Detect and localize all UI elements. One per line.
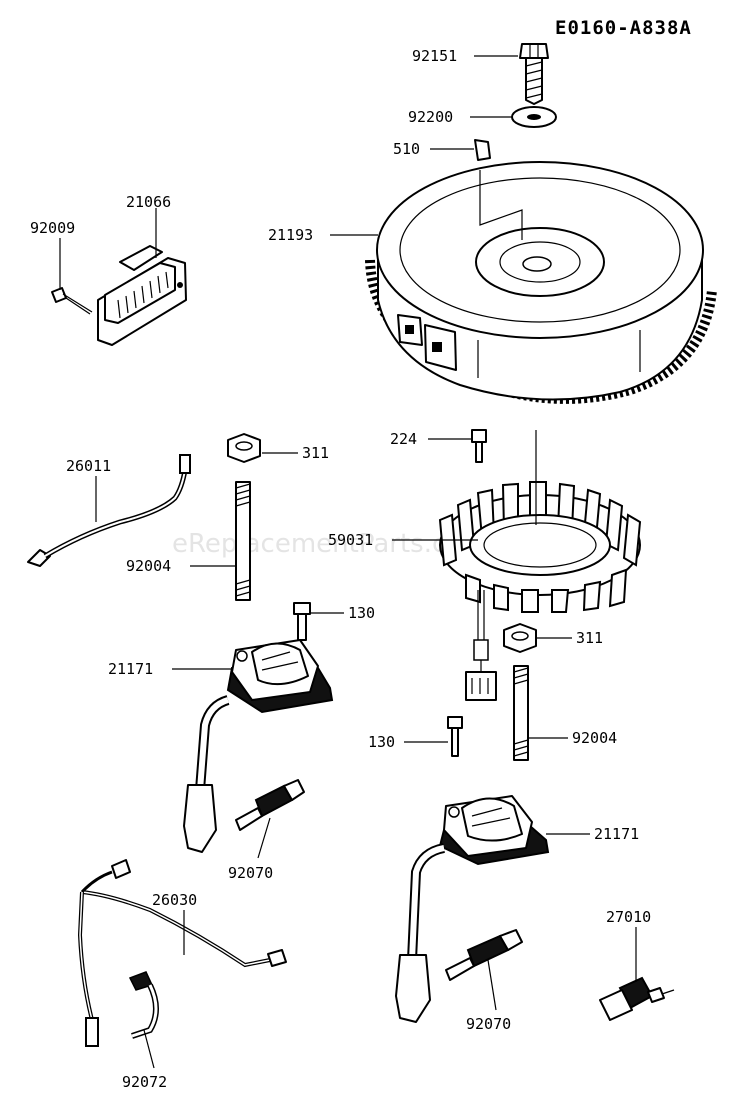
part-number-label: 26030 <box>152 891 197 909</box>
part-number-label: 92151 <box>412 47 457 65</box>
stator-screw-icon <box>471 429 487 463</box>
switch-icon <box>599 976 675 1021</box>
stud-icon <box>513 665 529 761</box>
part-number-label: 21171 <box>108 660 153 678</box>
ignition-coil-icon <box>395 795 550 1023</box>
part-number-label: 224 <box>390 430 417 448</box>
part-number-label: 27010 <box>606 908 651 926</box>
part-number-label: 130 <box>348 604 375 622</box>
washer-icon <box>511 106 557 128</box>
part-number-label: 510 <box>393 140 420 158</box>
part-number-label: 21193 <box>268 226 313 244</box>
part-number-label: 92200 <box>408 108 453 126</box>
coil-bolt-icon <box>447 716 463 757</box>
flywheel-icon <box>365 161 717 404</box>
lead-wire-icon <box>27 454 191 567</box>
regulator-icon <box>97 245 187 346</box>
bolt-icon <box>519 43 549 105</box>
coil-bolt-icon <box>293 602 311 641</box>
stud-icon <box>235 481 251 601</box>
ignition-coil-icon <box>183 639 334 853</box>
part-number-label: 311 <box>302 444 329 462</box>
part-number-label: 92070 <box>228 864 273 882</box>
clip-icon <box>128 971 159 1039</box>
part-number-label: 92072 <box>122 1073 167 1091</box>
part-number-label: 92070 <box>466 1015 511 1033</box>
regulator-bolt-icon <box>51 287 93 315</box>
part-number-label: 21066 <box>126 193 171 211</box>
key-icon <box>474 139 491 161</box>
part-number-label: 26011 <box>66 457 111 475</box>
nut-icon <box>227 433 261 463</box>
part-number-label: 92009 <box>30 219 75 237</box>
part-number-label: 59031 <box>328 531 373 549</box>
spark-plug-icon <box>235 779 305 831</box>
spark-plug-icon <box>445 929 523 981</box>
part-number-label: 92004 <box>572 729 617 747</box>
stator-icon <box>438 481 642 701</box>
part-number-label: 21171 <box>594 825 639 843</box>
nut-icon <box>503 623 537 653</box>
part-number-label: 92004 <box>126 557 171 575</box>
leader-lines <box>59 55 637 1069</box>
harness-icon <box>77 859 287 1047</box>
part-number-label: 130 <box>368 733 395 751</box>
watermark: eReplacementParts.com <box>172 529 488 559</box>
part-number-label: 311 <box>576 629 603 647</box>
diagram-code: E0160-A838A <box>555 17 692 39</box>
